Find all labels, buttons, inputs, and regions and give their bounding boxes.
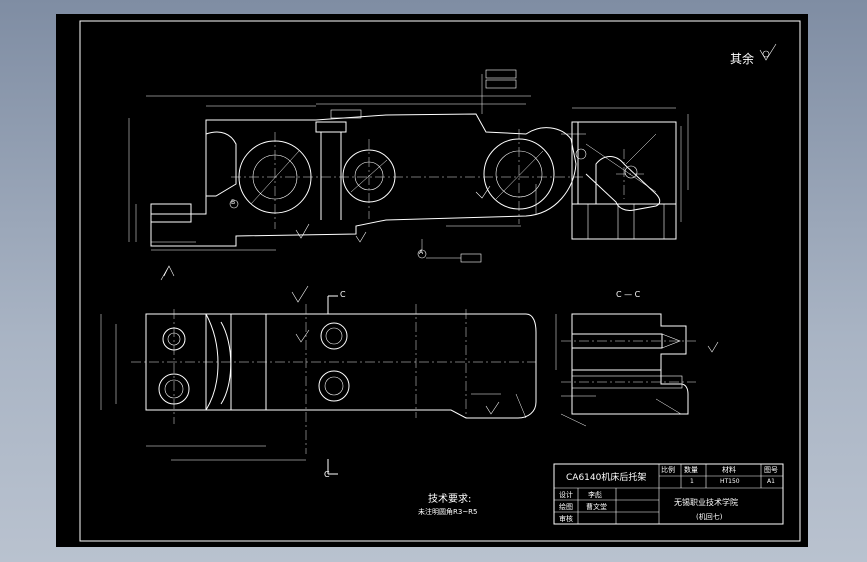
- scale-header: 比例: [661, 466, 675, 474]
- drawer-label: 绘图: [559, 503, 573, 511]
- top-view: [100, 285, 537, 475]
- sheet-header: 图号: [764, 466, 778, 474]
- tech-requirements-line1: 未注明圆角R3~R5: [418, 508, 478, 516]
- datum-b-label: B: [231, 199, 236, 206]
- datum-a-label: A: [419, 249, 424, 256]
- class-name: (机回七): [696, 513, 723, 521]
- drawing-title: CA6140机床后托架: [566, 473, 647, 483]
- side-view: [561, 107, 689, 240]
- quantity-header: 数量: [684, 466, 698, 474]
- drawing-frame: [79, 20, 801, 542]
- roughness-symbol: [759, 43, 777, 61]
- material-header: 材料: [722, 466, 736, 474]
- drawer-name: 曹文堂: [586, 503, 607, 511]
- drawing-sheet[interactable]: 其余 C — C C C A B 技术要求: 未注明圆角R3~R5 CA6140…: [56, 14, 808, 547]
- roughness-note-label: 其余: [730, 52, 755, 66]
- sheet-value: A1: [767, 478, 775, 485]
- designer-label: 设计: [559, 491, 573, 499]
- section-cc-view: [555, 313, 719, 427]
- material-value: HT150: [720, 478, 740, 485]
- cut-mark-top-label: C: [340, 290, 346, 299]
- view-label-section-cc: C — C: [616, 290, 641, 299]
- reviewer-label: 审核: [559, 515, 573, 523]
- designer-name: 李彪: [588, 491, 602, 499]
- quantity-value: 1: [690, 478, 694, 485]
- tech-requirements-heading: 技术要求:: [428, 494, 472, 505]
- school-name: 无锡职业技术学院: [674, 498, 738, 507]
- front-view: [128, 69, 586, 281]
- title-block-lines: [553, 463, 784, 525]
- drawing-canvas: [79, 20, 801, 542]
- cut-mark-bottom-label: C: [324, 470, 330, 479]
